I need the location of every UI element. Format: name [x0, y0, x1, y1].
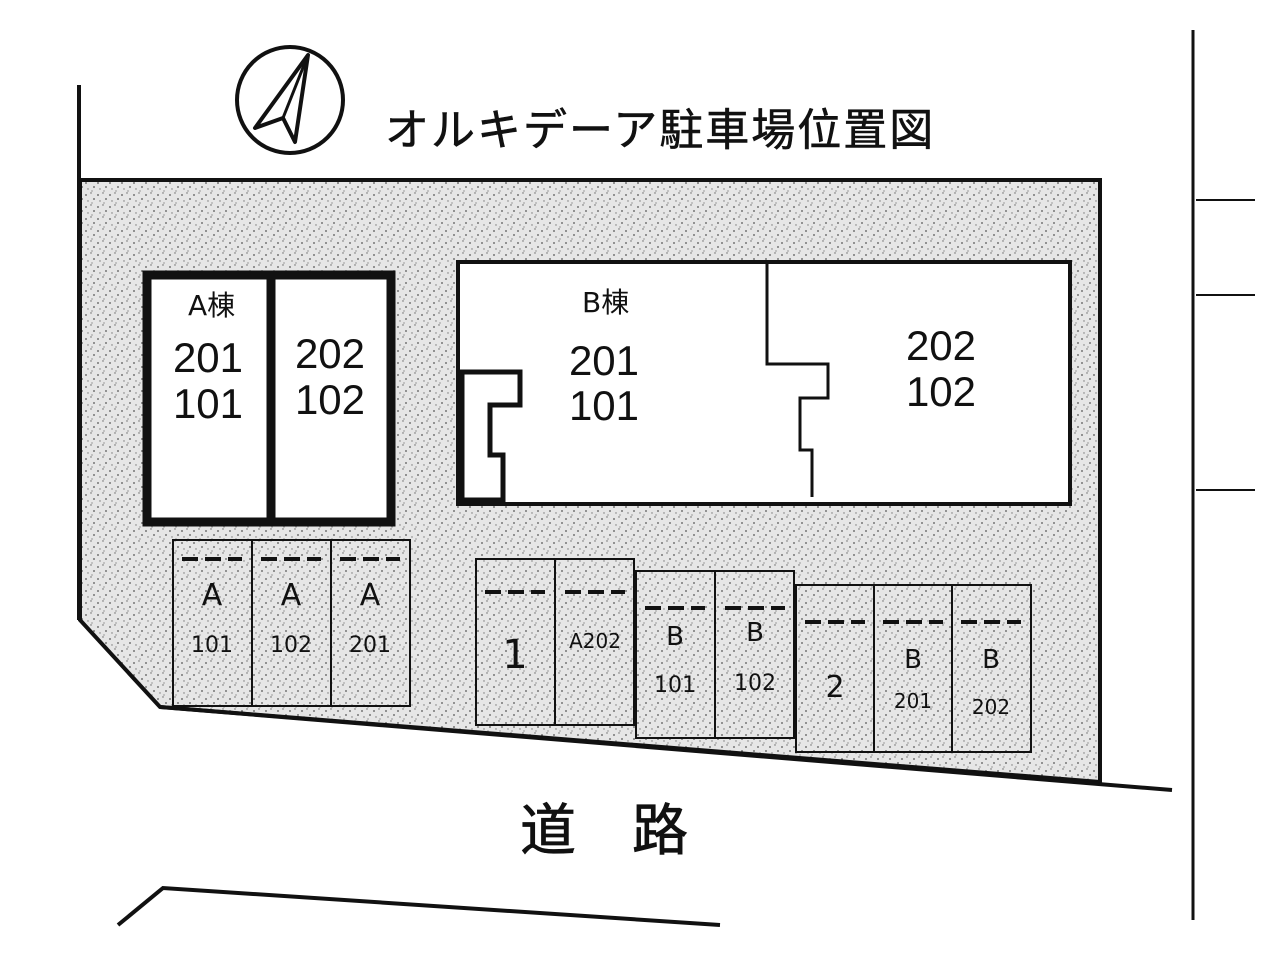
parking-space-label: B [904, 645, 922, 675]
parking-group-b [475, 558, 1032, 753]
building-a-unit2-bottom: 102 [295, 376, 365, 423]
parking-space-number: 202 [972, 695, 1010, 719]
building-a: A棟 201 101 202 102 [142, 270, 396, 527]
parking-space-label: 2 [825, 670, 844, 705]
north-arrow-icon [235, 45, 345, 155]
parking-space-number: 201 [349, 633, 391, 658]
parking-space-number: 102 [734, 671, 776, 696]
parking-space-label: 1 [502, 632, 527, 678]
parking-space-number: 102 [270, 633, 312, 658]
road-edge-bottom [116, 885, 721, 927]
building-b-unit2-bottom: 102 [906, 368, 976, 415]
building-b-unit2-top: 202 [906, 322, 976, 369]
parking-group-a [172, 539, 411, 707]
page-title: オルキデーア駐車場位置図 [385, 105, 935, 156]
parking-space-label: A [202, 578, 223, 613]
parking-space-label: A [360, 578, 381, 613]
building-b: B棟 201 101 202 102 [456, 260, 1072, 506]
road-label: 道 路 [520, 799, 688, 864]
neighbor-boundary [1191, 30, 1255, 920]
building-b-name: B棟 [582, 286, 629, 319]
building-b-unit1-top: 201 [569, 337, 639, 384]
road-edge-top [159, 705, 1173, 792]
parking-space-label: B [666, 622, 684, 652]
building-a-unit1-top: 201 [173, 334, 243, 381]
building-a-unit2-top: 202 [295, 330, 365, 377]
building-a-unit1-bottom: 101 [173, 380, 243, 427]
building-b-unit1-bottom: 101 [569, 382, 639, 429]
parking-space-label: A202 [569, 629, 621, 653]
parking-space-number: 101 [191, 633, 233, 658]
building-a-name: A棟 [188, 289, 235, 322]
parking-space-label: B [746, 618, 764, 648]
parking-space-label: B [982, 645, 1000, 675]
parking-space-number: 101 [654, 673, 696, 698]
parking-space-label: A [281, 578, 302, 613]
parking-space-number: 201 [894, 689, 932, 713]
